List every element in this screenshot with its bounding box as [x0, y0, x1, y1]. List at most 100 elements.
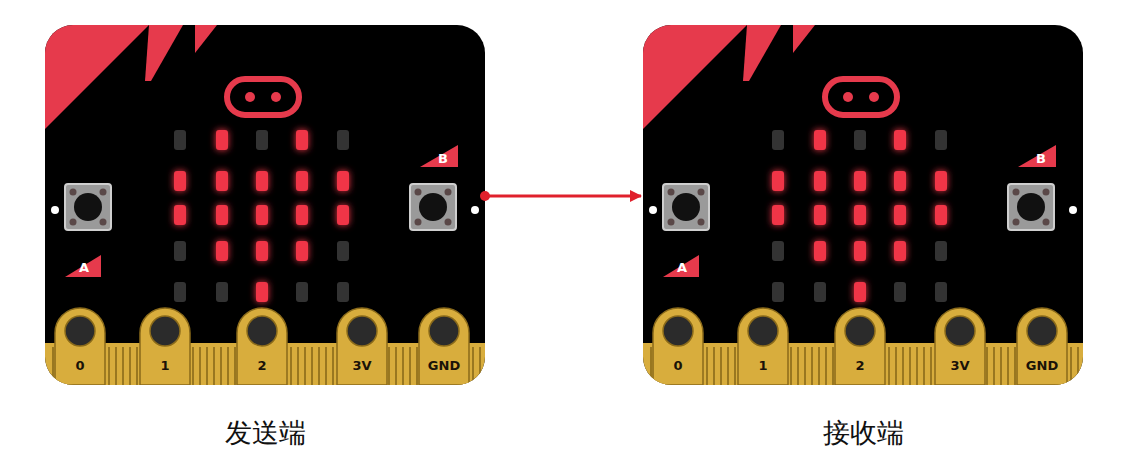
connector-finger	[213, 347, 215, 385]
logo-dot	[245, 92, 255, 102]
connector-finger	[1070, 347, 1072, 385]
connector-finger	[1014, 347, 1016, 385]
led-on	[174, 205, 186, 225]
connector-finger	[930, 347, 932, 385]
connector-finger	[832, 347, 834, 385]
led-on	[216, 130, 228, 150]
push-button	[1008, 184, 1054, 230]
connector-finger	[108, 347, 110, 385]
led-off	[216, 282, 228, 302]
connector-finger	[479, 347, 481, 385]
pin-hole	[845, 316, 875, 346]
connector-finger	[325, 347, 327, 385]
edge-hole	[649, 206, 657, 214]
led-on	[854, 282, 866, 302]
connector-finger	[206, 347, 208, 385]
connector-finger	[304, 347, 306, 385]
corner-stripe	[743, 25, 781, 81]
button-cap	[1017, 193, 1045, 221]
led-off	[935, 241, 947, 261]
connector-finger	[311, 347, 313, 385]
pin-label: 3V	[950, 359, 969, 372]
led-off	[256, 130, 268, 150]
led-off	[854, 130, 866, 150]
button-marker	[1018, 145, 1056, 167]
corner-stripe	[145, 25, 183, 81]
button-label: A	[677, 261, 687, 274]
board-caption: 接收端	[823, 419, 904, 446]
pin-pad	[1017, 308, 1067, 385]
pin-label: 2	[855, 359, 864, 372]
button-pin	[1013, 219, 1020, 226]
connector-finger	[402, 347, 404, 385]
connector-finger	[818, 347, 820, 385]
led-on	[337, 205, 349, 225]
connector-finger	[409, 347, 411, 385]
connector-finger	[993, 347, 995, 385]
pin-label: 3V	[352, 359, 371, 372]
pin-pad	[935, 308, 985, 385]
pin-hole	[663, 316, 693, 346]
led-off	[174, 282, 186, 302]
led-on	[216, 171, 228, 191]
button-pin	[1043, 189, 1050, 196]
pin-label: GND	[428, 359, 460, 372]
edge-hole	[471, 206, 479, 214]
led-off	[772, 241, 784, 261]
led-off	[337, 241, 349, 261]
connector-finger	[902, 347, 904, 385]
connector-finger	[734, 347, 736, 385]
led-on	[894, 205, 906, 225]
button-marker	[65, 255, 101, 277]
button-pin	[415, 219, 422, 226]
button-cap	[419, 193, 447, 221]
button-pin	[415, 189, 422, 196]
button-pin	[445, 189, 452, 196]
led-off	[296, 282, 308, 302]
edge-hole	[1069, 206, 1077, 214]
led-off	[337, 282, 349, 302]
pin-hole	[247, 316, 277, 346]
led-off	[935, 130, 947, 150]
pin-pad	[738, 308, 788, 385]
pin-label: 1	[160, 359, 169, 372]
led-on	[256, 282, 268, 302]
led-on	[814, 171, 826, 191]
led-on	[814, 130, 826, 150]
pin-pad	[653, 308, 703, 385]
board-caption: 发送端	[225, 419, 306, 446]
button-marker	[420, 145, 458, 167]
button-pin	[445, 219, 452, 226]
connector-finger	[1000, 347, 1002, 385]
led-on	[854, 241, 866, 261]
led-on	[854, 171, 866, 191]
logo	[825, 79, 897, 115]
led-on	[256, 171, 268, 191]
pin-pad	[140, 308, 190, 385]
pin-pad	[55, 308, 105, 385]
connector-finger	[720, 347, 722, 385]
button-label: B	[438, 152, 448, 165]
button-marker	[663, 255, 699, 277]
connector-finger	[916, 347, 918, 385]
connector-finger	[706, 347, 708, 385]
pin-hole	[1027, 316, 1057, 346]
led-off	[894, 282, 906, 302]
pin-label: 2	[257, 359, 266, 372]
connector-finger	[290, 347, 292, 385]
button-pin	[70, 219, 77, 226]
connector-finger	[220, 347, 222, 385]
led-on	[854, 205, 866, 225]
led-on	[935, 171, 947, 191]
push-button	[410, 184, 456, 230]
board-body	[643, 25, 1083, 385]
connector-finger	[923, 347, 925, 385]
pin-hole	[150, 316, 180, 346]
logo-dot	[271, 92, 281, 102]
led-on	[894, 241, 906, 261]
led-on	[216, 241, 228, 261]
connector-finger	[199, 347, 201, 385]
connector-finger	[909, 347, 911, 385]
button-pin	[70, 189, 77, 196]
